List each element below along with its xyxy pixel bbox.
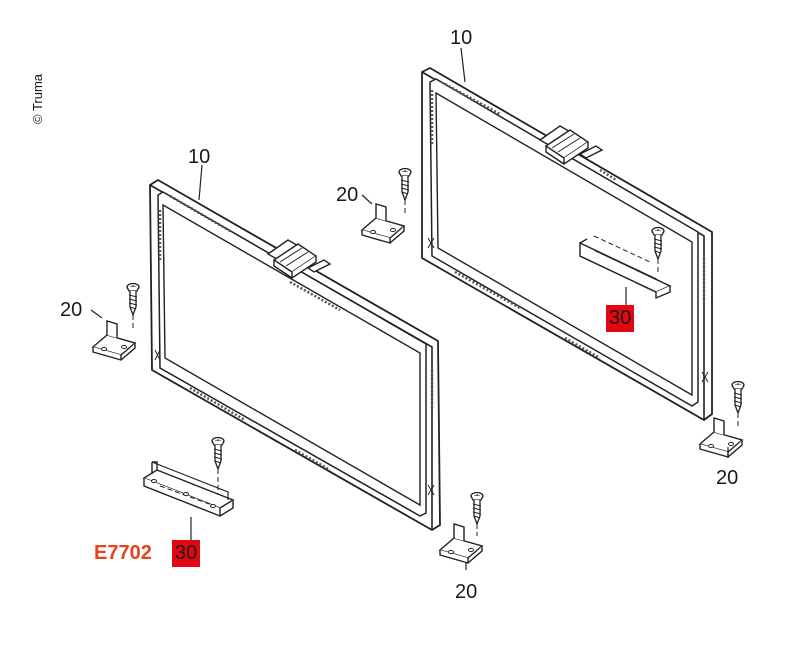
rail-icon-right: [579, 235, 672, 300]
screw-icon-5: [470, 491, 484, 525]
screw-icon-6: [731, 380, 745, 414]
mounting-clip-icon-left: [92, 320, 136, 361]
label-rail-right: 30: [606, 305, 635, 332]
label-rail-left: 30: [172, 540, 201, 567]
screw-icon-3: [211, 436, 225, 470]
label-frame-right: 10: [450, 27, 473, 49]
label-frame-left: 10: [188, 146, 211, 168]
rail-icon-left: [142, 461, 235, 518]
label-clip-top-mid: 20: [336, 184, 359, 206]
frame-left: [149, 178, 441, 532]
label-clip-left: 20: [60, 299, 83, 321]
frame-right: [421, 66, 713, 422]
drawing-code: E7702: [94, 542, 152, 564]
mounting-clip-icon-right: [699, 417, 743, 458]
copyright-text: © Truma: [30, 73, 45, 124]
label-clip-bottom-mid: 20: [455, 581, 478, 603]
mounting-clip-icon-bottom-mid: [439, 523, 483, 564]
label-clip-right: 20: [716, 467, 739, 489]
mounting-clip-icon-top-mid: [361, 203, 405, 244]
screw-icon-1: [126, 282, 140, 316]
screw-icon-2: [398, 167, 412, 201]
